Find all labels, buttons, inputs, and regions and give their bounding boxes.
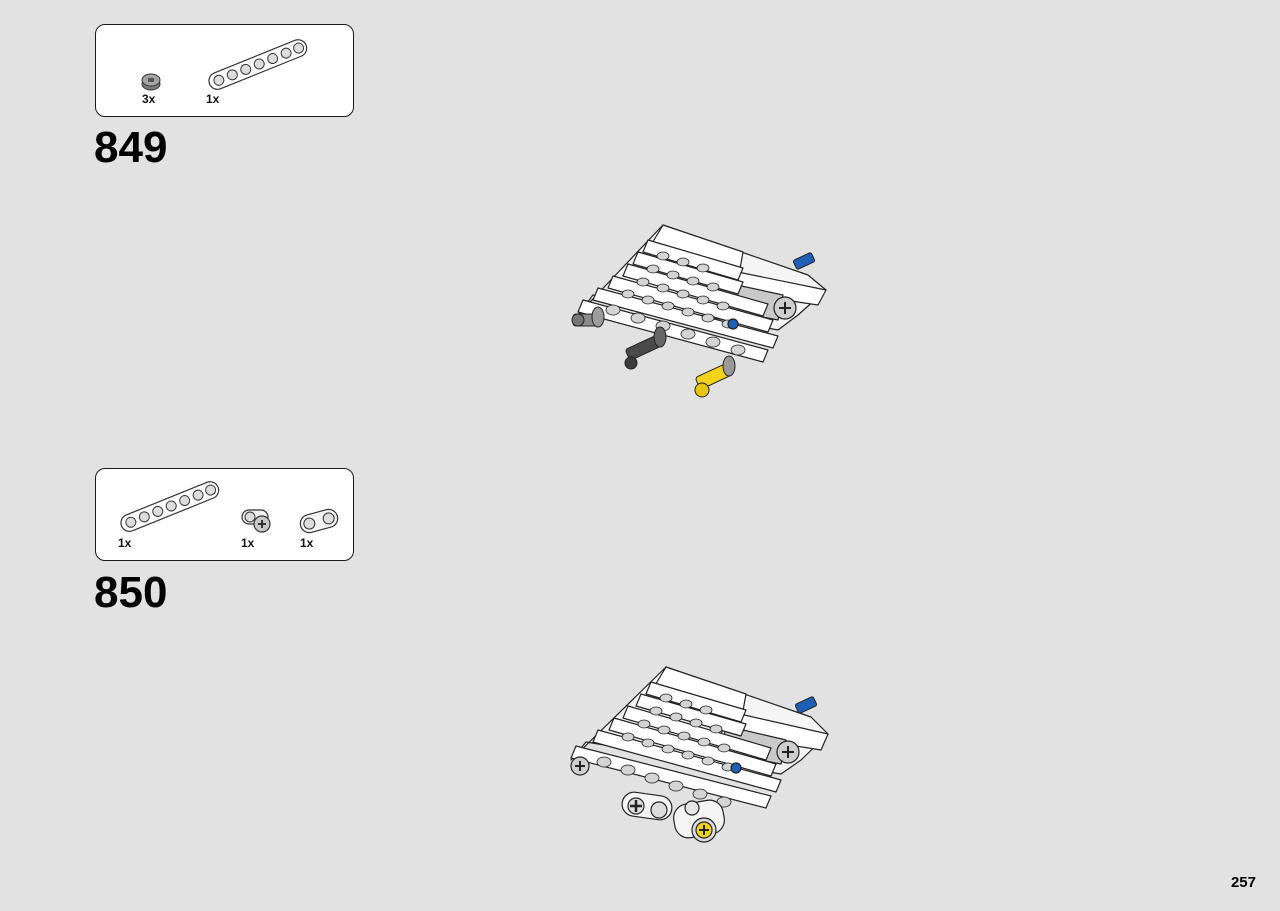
parts-callout-850: 1x 1x 1x: [95, 468, 354, 561]
step-number: 849: [94, 123, 168, 172]
parts-callout-849: 3x 1x: [95, 24, 354, 117]
beam-7-icon: [120, 481, 220, 532]
beam-7-icon: [208, 39, 308, 90]
blue-pin-icon: [792, 252, 816, 270]
part-qty: 3x: [142, 92, 156, 106]
blue-pin-icon: [794, 696, 818, 714]
model-assembly-849: [571, 224, 827, 398]
yellow-axle-icon: [694, 355, 736, 398]
bush-icon: [141, 73, 161, 91]
part-qty: 1x: [300, 536, 314, 550]
cross-block-icon: [673, 799, 725, 843]
part-qty: 1x: [206, 92, 220, 106]
cross-block-icon: [241, 509, 271, 533]
page-number: 257: [1230, 874, 1256, 891]
beam-2-icon: [299, 508, 339, 534]
step-number: 850: [94, 568, 168, 617]
part-qty: 1x: [118, 536, 132, 550]
dark-axle-icon: [624, 326, 667, 370]
model-assembly-850: [570, 666, 829, 843]
bottom-beam-icon: [621, 791, 673, 821]
part-qty: 1x: [241, 536, 255, 550]
grey-axle-icon: [571, 306, 605, 328]
